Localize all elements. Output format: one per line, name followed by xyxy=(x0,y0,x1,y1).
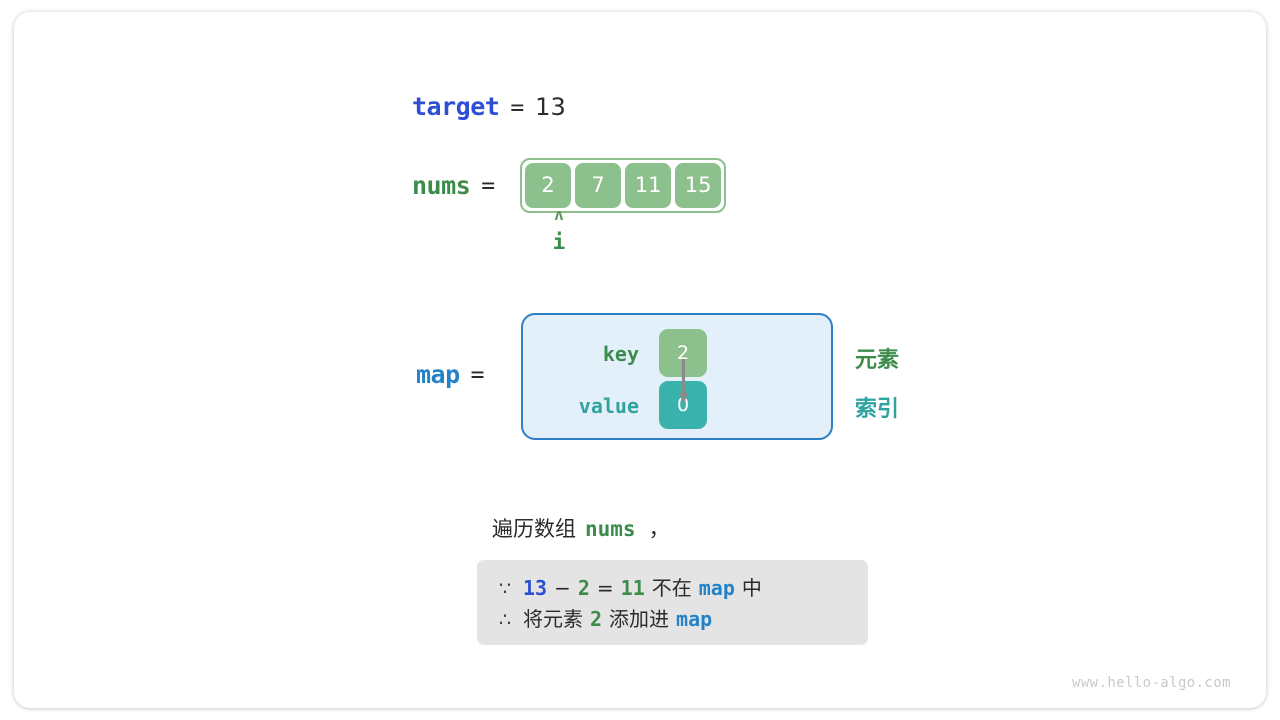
map-key-label: key xyxy=(602,342,639,366)
legend-element-label: 元素 xyxy=(855,348,900,373)
nums-row: nums = 2 7 11 15 xyxy=(412,158,727,213)
nums-variable-name: nums xyxy=(412,171,471,200)
nums-equals-sign: = xyxy=(481,172,496,199)
reasoning-verb-text: 将元素 xyxy=(523,607,583,631)
therefore-symbol: ∴ xyxy=(499,609,512,631)
nums-array-container: 2 7 11 15 xyxy=(520,158,727,213)
caption-code-nums: nums xyxy=(585,517,636,541)
target-equals-sign: = xyxy=(510,95,525,121)
index-pointer: ʌ i xyxy=(533,205,585,254)
reasoning-current-element: 2 xyxy=(577,576,590,600)
target-row: target = 13 xyxy=(412,92,566,121)
caption-line: 遍历数组 nums ， xyxy=(492,513,670,543)
map-row: map = xyxy=(416,360,485,389)
key-to-value-arrow-icon xyxy=(679,359,688,404)
reasoning-box: ∵ 13 − 2 = 11 不在 map 中 ∴ 将元素 2 添加进 map xyxy=(477,560,868,645)
target-value: 13 xyxy=(535,93,566,121)
reasoning-added-element: 2 xyxy=(590,607,603,631)
reasoning-complement-value: 11 xyxy=(620,576,645,600)
nums-cell: 11 xyxy=(625,163,672,208)
legend-index-label: 索引 xyxy=(855,397,900,422)
reasoning-equals-operator: = xyxy=(596,576,614,600)
map-legend: 元素 索引 xyxy=(855,336,899,434)
nums-cell: 7 xyxy=(575,163,622,208)
caption-prefix: 遍历数组 xyxy=(492,517,576,541)
reasoning-not-in-text: 不在 xyxy=(651,576,692,600)
caption-suffix: ， xyxy=(648,517,670,541)
reasoning-line-therefore: ∴ 将元素 2 添加进 map xyxy=(499,603,846,634)
reasoning-action-text: 添加进 xyxy=(609,607,670,631)
map-kv-labels: key value xyxy=(557,315,639,438)
nums-cell: 2 xyxy=(525,163,572,208)
reasoning-map-ref: map xyxy=(698,576,735,600)
map-equals-sign: = xyxy=(470,361,485,388)
map-container: key value 2 0 xyxy=(521,313,833,440)
target-variable-name: target xyxy=(412,92,500,121)
watermark: www.hello-algo.com xyxy=(1072,675,1231,691)
reasoning-line-because: ∵ 13 − 2 = 11 不在 map 中 xyxy=(499,572,846,603)
reasoning-target-value: 13 xyxy=(523,576,548,600)
caret-up-icon: ʌ xyxy=(554,205,564,224)
reasoning-minus-operator: − xyxy=(554,576,571,600)
map-value-label: value xyxy=(578,394,639,418)
index-pointer-label: i xyxy=(552,230,566,254)
because-symbol: ∵ xyxy=(499,578,512,600)
map-variable-name: map xyxy=(416,360,460,389)
nums-cell: 15 xyxy=(675,163,722,208)
reasoning-map-ref: map xyxy=(676,607,713,631)
reasoning-in-text: 中 xyxy=(741,576,762,600)
